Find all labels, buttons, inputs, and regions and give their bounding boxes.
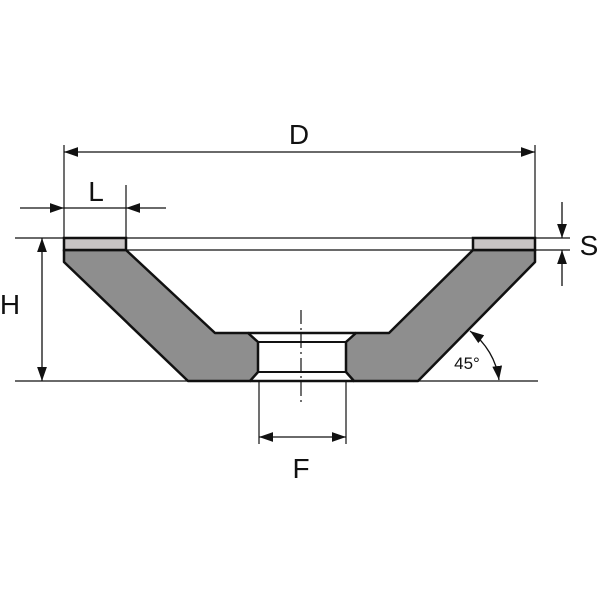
dimension-f: F (259, 432, 346, 484)
dimension-h: H (0, 238, 47, 381)
dimension-d: D (64, 119, 535, 157)
abrasive-layer (62, 236, 537, 252)
angle-label: 45° (454, 354, 480, 373)
dimension-f-label: F (292, 453, 309, 484)
dimension-l: L (20, 176, 166, 213)
dimension-h-label: H (0, 289, 20, 320)
angle-arc (469, 330, 503, 381)
wheel-body-right (344, 248, 537, 383)
dimension-s-label: S (580, 230, 599, 261)
abrasive-rim-right (471, 236, 537, 252)
dimension-d-label: D (289, 119, 309, 150)
dimension-s: S (557, 202, 599, 286)
dimension-l-label: L (88, 176, 104, 207)
angle-45: 45° (454, 330, 503, 381)
abrasive-rim-left (62, 236, 128, 252)
reference-lines (15, 145, 570, 444)
wheel-body-left (62, 248, 260, 383)
